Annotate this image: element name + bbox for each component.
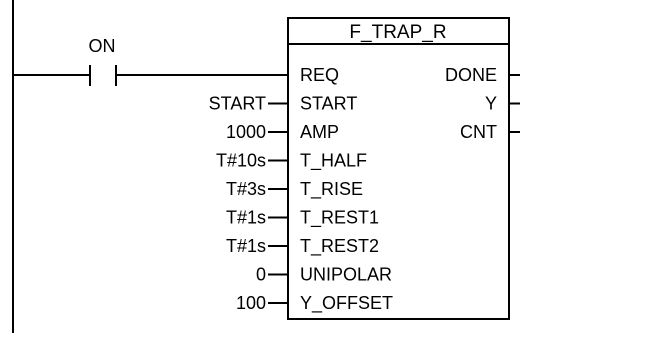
output-pin-label: Y xyxy=(485,94,497,114)
input-value[interactable]: T#1s xyxy=(226,208,266,228)
input-pin-amp[interactable]: AMP 1000 xyxy=(226,122,339,142)
input-value[interactable]: 100 xyxy=(236,293,266,313)
input-pin-t-rest1[interactable]: T_REST1 T#1s xyxy=(226,208,379,229)
input-pin-unipolar[interactable]: UNIPOLAR 0 xyxy=(256,265,392,285)
input-pin-req[interactable]: REQ xyxy=(300,65,339,85)
input-pin-label: T_HALF xyxy=(300,151,367,172)
function-block-frame xyxy=(287,17,510,320)
input-value[interactable]: 0 xyxy=(256,265,266,285)
output-pin-done[interactable]: DONE xyxy=(445,65,520,85)
input-value[interactable]: 1000 xyxy=(226,122,266,142)
output-pin-label: CNT xyxy=(460,122,497,142)
input-pin-label: T_REST2 xyxy=(300,236,379,257)
input-pins: REQSTARTSTARTAMP1000T_HALFT#10sT_RISET#3… xyxy=(209,65,393,314)
input-pin-t-rise[interactable]: T_RISE T#3s xyxy=(226,179,363,200)
input-pin-label: UNIPOLAR xyxy=(300,265,392,285)
input-pin-label: T_RISE xyxy=(300,179,363,200)
input-pin-y-offset[interactable]: Y_OFFSET 100 xyxy=(236,293,393,314)
output-pins: DONE Y CNT xyxy=(445,65,520,142)
input-pin-label: Y_OFFSET xyxy=(300,293,393,314)
output-pin-cnt[interactable]: CNT xyxy=(460,122,520,142)
input-pin-label: START xyxy=(300,94,357,114)
output-pin-label: DONE xyxy=(445,65,497,85)
function-block-f-trap-r[interactable]: F_TRAP_R xyxy=(287,17,510,320)
input-pin-label: AMP xyxy=(300,122,339,142)
contact-label: ON xyxy=(89,36,116,56)
input-value[interactable]: START xyxy=(209,94,266,114)
input-value[interactable]: T#3s xyxy=(226,179,266,199)
output-pin-y[interactable]: Y xyxy=(485,94,520,114)
input-pin-t-half[interactable]: T_HALF T#10s xyxy=(216,151,367,172)
contact-on[interactable]: ON xyxy=(13,36,117,86)
function-block-title: F_TRAP_R xyxy=(349,22,446,43)
input-pin-start[interactable]: START START xyxy=(209,94,358,114)
input-pin-t-rest2[interactable]: T_REST2 T#1s xyxy=(226,236,379,257)
input-pin-label: T_REST1 xyxy=(300,208,379,229)
input-pin-label: REQ xyxy=(300,65,339,85)
input-value[interactable]: T#10s xyxy=(216,151,266,171)
input-value[interactable]: T#1s xyxy=(226,236,266,256)
